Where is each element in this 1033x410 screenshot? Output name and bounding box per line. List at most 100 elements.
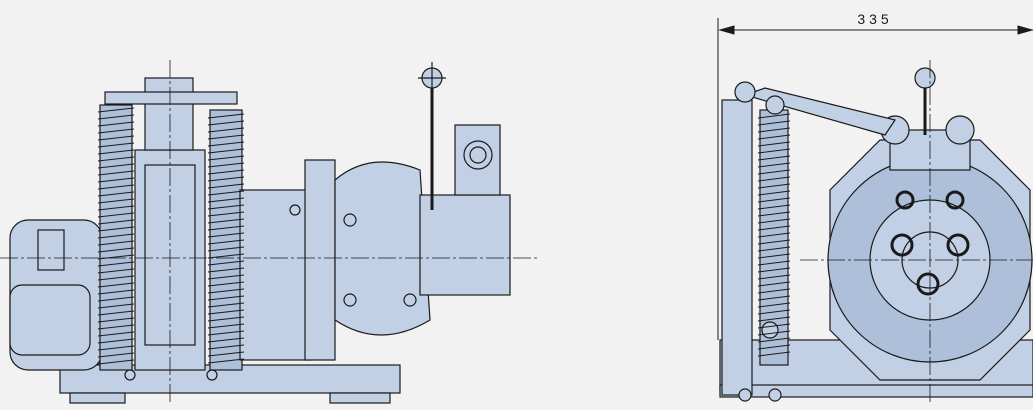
spring-coil-turn	[207, 358, 245, 364]
side-bolt-6	[206, 369, 218, 381]
spring-coil-turn	[207, 274, 245, 280]
spring-coil-turn	[207, 225, 245, 231]
spring-coil-turn	[207, 351, 245, 357]
spring-coil-turn	[97, 303, 135, 309]
end-brake-arm	[721, 99, 753, 396]
spring-coil-turn	[97, 212, 135, 218]
spring-coil-turn	[207, 246, 245, 252]
dimension-arrow-left	[718, 25, 735, 35]
spring-coil-turn	[757, 176, 791, 182]
spring-coil-turn	[97, 156, 135, 162]
spring-coil-turn	[757, 337, 791, 343]
spring-coil-turn	[207, 169, 245, 175]
spring-coil-turn	[97, 184, 135, 190]
end-port-top-right	[945, 190, 965, 210]
spring-coil-turn	[757, 309, 791, 315]
spring-coil-turn	[757, 141, 791, 147]
spring-coil-turn	[757, 148, 791, 154]
spring-coil-turn	[757, 316, 791, 322]
spring-coil-turn	[207, 113, 245, 119]
end-pivot-bottom-2	[768, 388, 782, 402]
end-pivot-bottom-1	[738, 388, 752, 402]
spring-coil-turn	[207, 162, 245, 168]
spring-coil-turn	[97, 296, 135, 302]
spring-coil-turn	[757, 162, 791, 168]
side-view	[9, 62, 511, 404]
spring-coil-turn	[757, 127, 791, 133]
side-valve-port	[463, 140, 493, 170]
end-lever-knob	[914, 67, 936, 89]
spring-coil-turn	[97, 198, 135, 204]
spring-coil-turn	[207, 302, 245, 308]
spring-coil-turn	[207, 141, 245, 147]
side-top-crossbar	[104, 91, 238, 105]
spring-coil-turn	[207, 316, 245, 322]
spring-coil-turn	[207, 260, 245, 266]
spring-coil-turn	[97, 107, 135, 113]
side-valve-port-inner	[469, 146, 487, 164]
side-spring-coils	[97, 107, 245, 365]
side-bolt-3	[403, 293, 417, 307]
spring-coil-turn	[207, 204, 245, 210]
spring-coil-turn	[207, 190, 245, 196]
spring-coil-turn	[207, 211, 245, 217]
spring-coil-turn	[757, 120, 791, 126]
spring-coil-turn	[757, 288, 791, 294]
spring-coil-turn	[757, 246, 791, 252]
spring-coil-turn	[97, 163, 135, 169]
end-hub-port-1	[890, 233, 914, 257]
spring-coil-turn	[207, 239, 245, 245]
spring-coil-turn	[757, 232, 791, 238]
spring-coil-turn	[207, 155, 245, 161]
spring-coil-turn	[97, 317, 135, 323]
spring-coil-turn	[207, 134, 245, 140]
spring-coil-turn	[97, 226, 135, 232]
dimension-arrow-right	[1017, 25, 1033, 35]
end-linkage-joint	[765, 95, 785, 115]
spring-coil-turn	[97, 191, 135, 197]
spring-coil-turn	[757, 260, 791, 266]
end-linkage-pivot	[734, 81, 756, 103]
spring-coil-turn	[757, 274, 791, 280]
spring-coil-turn	[757, 218, 791, 224]
dimension-label: 335	[857, 11, 892, 27]
spring-coil-turn	[207, 344, 245, 350]
spring-coil-turn	[207, 288, 245, 294]
spring-coil-turn	[97, 268, 135, 274]
end-valve-cap-right	[945, 115, 975, 145]
spring-coil-turn	[207, 295, 245, 301]
spring-coil-turn	[97, 170, 135, 176]
spring-coil-turn	[757, 211, 791, 217]
spring-coil-turn	[97, 359, 135, 365]
side-gearbox-cap	[37, 229, 65, 271]
side-bolt-2	[343, 293, 357, 307]
spring-coil-turn	[207, 309, 245, 315]
spring-coil-turn	[97, 149, 135, 155]
side-center-lines	[0, 60, 540, 405]
spring-coil-turn	[97, 142, 135, 148]
spring-coil-turn	[207, 267, 245, 273]
spring-coil-turn	[207, 323, 245, 329]
side-base-foot-right	[329, 392, 391, 404]
spring-coil-turn	[97, 289, 135, 295]
spring-coil-turn	[97, 345, 135, 351]
spring-coil-turn	[97, 275, 135, 281]
side-air-motor	[334, 161, 431, 336]
spring-coil-turn	[757, 155, 791, 161]
side-motor-block	[419, 194, 511, 296]
end-port-top-left	[895, 190, 915, 210]
side-drum-flange	[304, 159, 336, 361]
spring-coil-turn	[97, 128, 135, 134]
end-base-foot	[719, 384, 1033, 398]
spring-coil-turn	[207, 232, 245, 238]
side-bolt-1	[343, 213, 357, 227]
spring-coil-turn	[207, 176, 245, 182]
spring-coil-turn	[757, 134, 791, 140]
spring-coil-turn	[97, 247, 135, 253]
spring-coil-turn	[207, 197, 245, 203]
spring-coil-turn	[207, 183, 245, 189]
side-bolt-4	[289, 204, 301, 216]
spring-coil-turn	[97, 135, 135, 141]
